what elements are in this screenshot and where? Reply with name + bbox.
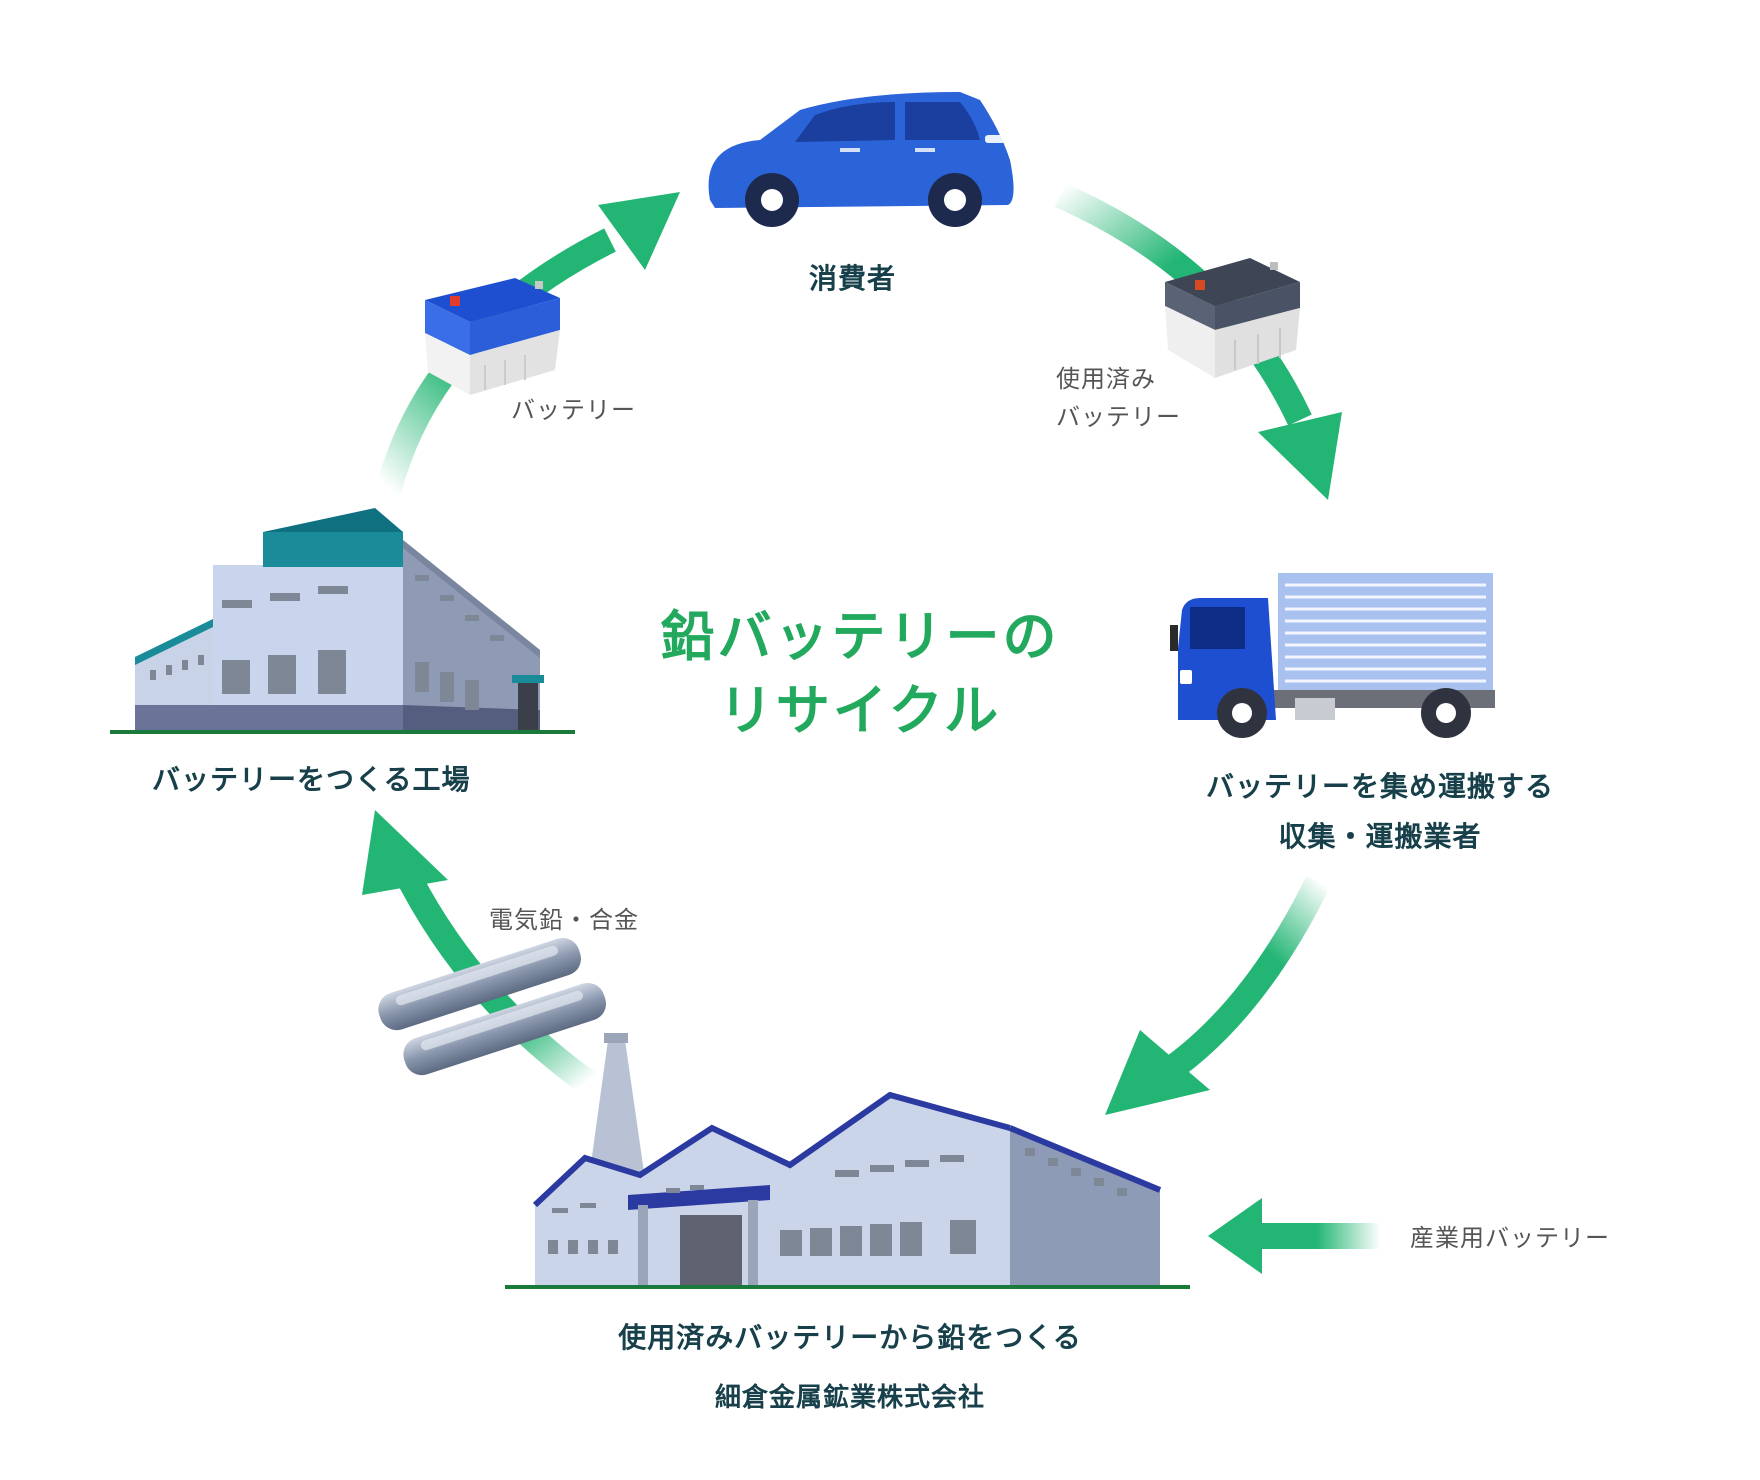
battery-label: バッテリー [511, 396, 636, 424]
truck-icon [1170, 573, 1495, 738]
used-battery-icon [1165, 258, 1300, 378]
battery-factory-label: バッテリーをつくる工場 [152, 763, 471, 796]
used-battery-label-line-2: バッテリー [1056, 403, 1181, 431]
title-line-1: 鉛バッテリーの [660, 605, 1060, 668]
car-icon [708, 92, 1014, 227]
company-name: 細倉金属鉱業株式会社 [714, 1383, 985, 1413]
smelter-factory-icon [505, 1033, 1190, 1289]
arrow-collector-to-smelter [1105, 876, 1330, 1115]
new-battery-icon [425, 278, 560, 395]
collector-label-line-2: 収集・運搬業者 [1278, 820, 1482, 853]
title-line-2: リサイクル [718, 679, 1002, 742]
smelter-label: 使用済みバッテリーから鉛をつくる 細倉金属鉱業株式会社 [540, 1308, 1160, 1428]
used-battery-label-line-1: 使用済み [1056, 365, 1156, 393]
consumer-label: 消費者 [809, 262, 897, 295]
diagram-title: 鉛バッテリーの リサイクル [650, 600, 1070, 748]
lead-label: 電気鉛・合金 [489, 906, 639, 934]
battery-factory-icon [110, 508, 575, 734]
lead-ingot-icon [378, 937, 607, 1076]
collector-label-line-1: バッテリーを集め運搬する [1205, 770, 1554, 803]
collector-label: バッテリーを集め運搬する 収集・運搬業者 [1150, 762, 1610, 862]
smelter-label-line-1: 使用済みバッテリーから鉛をつくる [618, 1321, 1082, 1354]
used-battery-label: 使用済み バッテリー [1056, 360, 1181, 436]
arrow-industrial-input [1208, 1198, 1380, 1274]
industrial-battery-label: 産業用バッテリー [1410, 1224, 1610, 1252]
